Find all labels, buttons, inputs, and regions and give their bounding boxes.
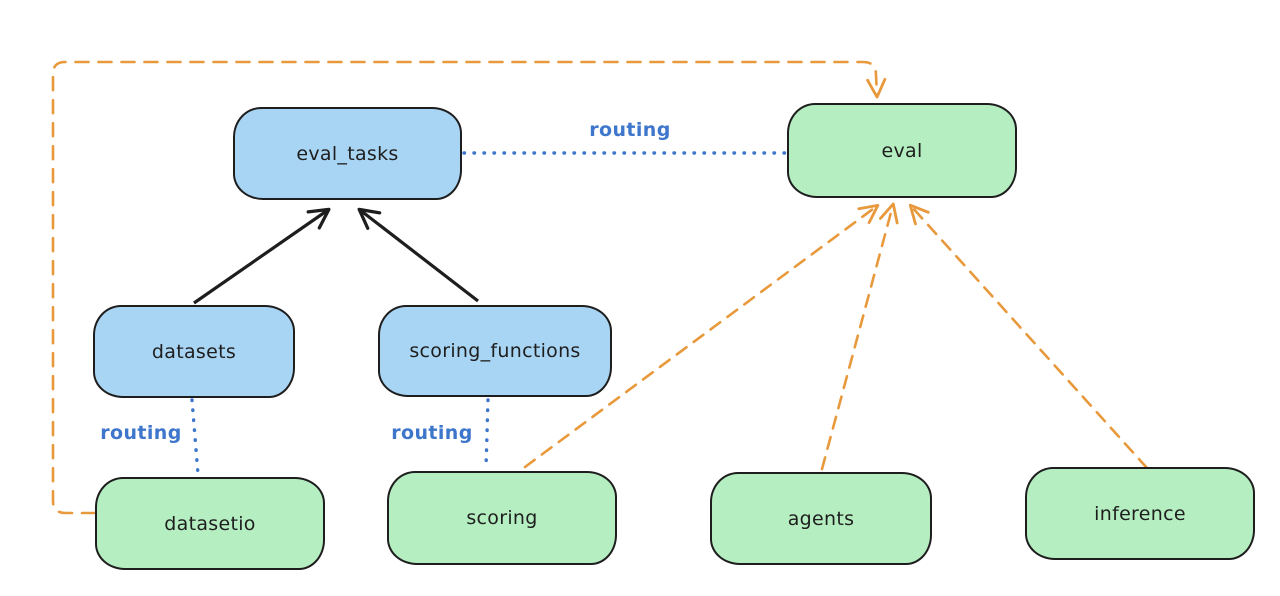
edge-datasets-to-datasetio-routing — [190, 398, 200, 476]
node-scoring-label: scoring — [466, 507, 538, 529]
edge-scoring-functions-to-scoring-routing — [484, 398, 490, 470]
edge-datasets-to-eval-tasks — [193, 207, 331, 305]
edge-inference-to-eval — [908, 203, 1149, 470]
node-datasetio: datasetio — [95, 477, 325, 570]
node-eval-tasks: eval_tasks — [233, 107, 462, 200]
edge-label-routing-scoring-functions-scoring: routing — [391, 422, 473, 444]
node-agents-label: agents — [787, 507, 855, 530]
node-agents: agents — [710, 472, 932, 565]
node-eval-label: eval — [881, 139, 923, 162]
edge-agents-to-eval — [820, 202, 899, 471]
edge-label-routing-datasets-datasetio: routing — [100, 422, 182, 444]
node-inference: inference — [1025, 467, 1255, 560]
edge-scoring-functions-to-eval-tasks — [357, 207, 479, 303]
node-datasets-label: datasets — [151, 340, 237, 363]
edge-scoring-to-eval — [523, 203, 880, 469]
node-eval-tasks-label: eval_tasks — [296, 142, 399, 165]
node-inference-label: inference — [1094, 502, 1186, 525]
node-datasets: datasets — [93, 305, 295, 398]
edge-label-routing-eval-tasks-eval: routing — [589, 119, 671, 141]
node-eval: eval — [787, 103, 1017, 198]
node-scoring: scoring — [387, 471, 617, 565]
node-scoring-functions-label: scoring_functions — [409, 340, 581, 362]
node-datasetio-label: datasetio — [164, 512, 256, 535]
edge-datasetio-to-eval — [51, 60, 887, 515]
node-scoring-functions: scoring_functions — [378, 305, 612, 397]
